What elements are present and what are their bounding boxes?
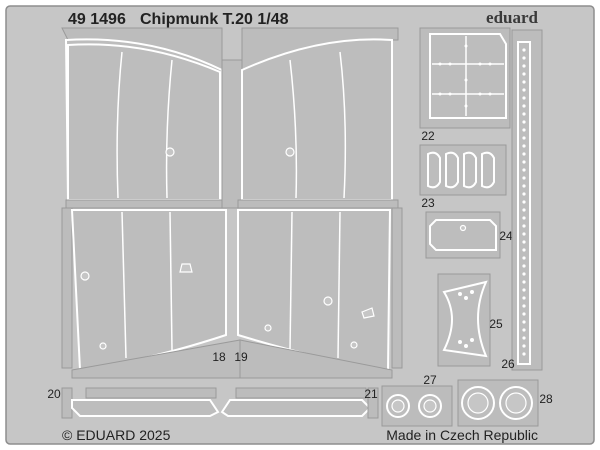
rivet-dot [522, 80, 526, 84]
rivet-dot [522, 112, 526, 116]
part-number-23: 23 [421, 196, 435, 210]
part-number-21: 21 [364, 387, 378, 401]
part-canopy-left-upper [61, 27, 227, 209]
rivet-dot [522, 296, 526, 300]
rivet-dot [522, 224, 526, 228]
part-21-strip [220, 387, 379, 419]
part-22-panel [419, 27, 511, 129]
rivet-dot [522, 160, 526, 164]
rivet-dot [522, 56, 526, 60]
part-canopy-left-lower [61, 207, 241, 379]
part-canopy-right-lower [237, 207, 403, 379]
rivet-dot [522, 336, 526, 340]
rivet-dot [522, 88, 526, 92]
center-sprue [221, 59, 245, 209]
rivet-dot [522, 184, 526, 188]
rivet-dot [522, 48, 526, 52]
rivet-dot [522, 192, 526, 196]
rivet-dot [522, 320, 526, 324]
rivet-dot [522, 312, 526, 316]
part-27-discs [381, 385, 453, 427]
part-number-27: 27 [423, 373, 437, 387]
rivet-dot [522, 280, 526, 284]
rivet-dot [522, 232, 526, 236]
rivet-dot [522, 64, 526, 68]
rivet-dot [522, 328, 526, 332]
part-28-rings [457, 379, 539, 427]
part-25-bracket [437, 273, 491, 367]
rivet-dot [522, 96, 526, 100]
part-number-20: 20 [47, 387, 61, 401]
rivet-dot [522, 128, 526, 132]
part-20-strip [61, 387, 220, 419]
rivet-dot [522, 352, 526, 356]
origin-text: Made in Czech Republic [386, 427, 538, 443]
rivet-dot [522, 288, 526, 292]
rivet-dot [522, 344, 526, 348]
part-number-22: 22 [421, 129, 435, 143]
rivet-dot [522, 264, 526, 268]
rivet-dot [522, 216, 526, 220]
part-23-clips [419, 144, 507, 196]
part-24-plate [425, 211, 501, 259]
part-canopy-right-upper [237, 27, 399, 209]
copyright-text: © EDUARD 2025 [62, 427, 171, 443]
kit-title: Chipmunk T.20 1/48 [140, 11, 289, 28]
rivet-dot [522, 72, 526, 76]
rivet-dot [522, 104, 526, 108]
part-number-26: 26 [501, 357, 515, 371]
part-26-strip [511, 29, 543, 371]
part-number-18: 18 [212, 350, 226, 364]
rivet-dot [522, 168, 526, 172]
part-number-28: 28 [539, 392, 553, 406]
rivet-dot [522, 256, 526, 260]
part-number-25: 25 [489, 317, 503, 331]
rivet-dot [522, 272, 526, 276]
rivet-dot [522, 152, 526, 156]
rivet-dot [522, 136, 526, 140]
rivet-dot [522, 208, 526, 212]
rivet-dot [522, 120, 526, 124]
catalog-number: 49 1496 [68, 11, 126, 28]
rivet-dot [522, 144, 526, 148]
part-number-24: 24 [499, 229, 513, 243]
rivet-dot [522, 248, 526, 252]
rivet-dot [522, 304, 526, 308]
rivet-dot [522, 240, 526, 244]
brand-logo: eduard [486, 8, 539, 27]
rivet-dot [522, 176, 526, 180]
rivet-dot [522, 200, 526, 204]
part-number-19: 19 [234, 350, 248, 364]
